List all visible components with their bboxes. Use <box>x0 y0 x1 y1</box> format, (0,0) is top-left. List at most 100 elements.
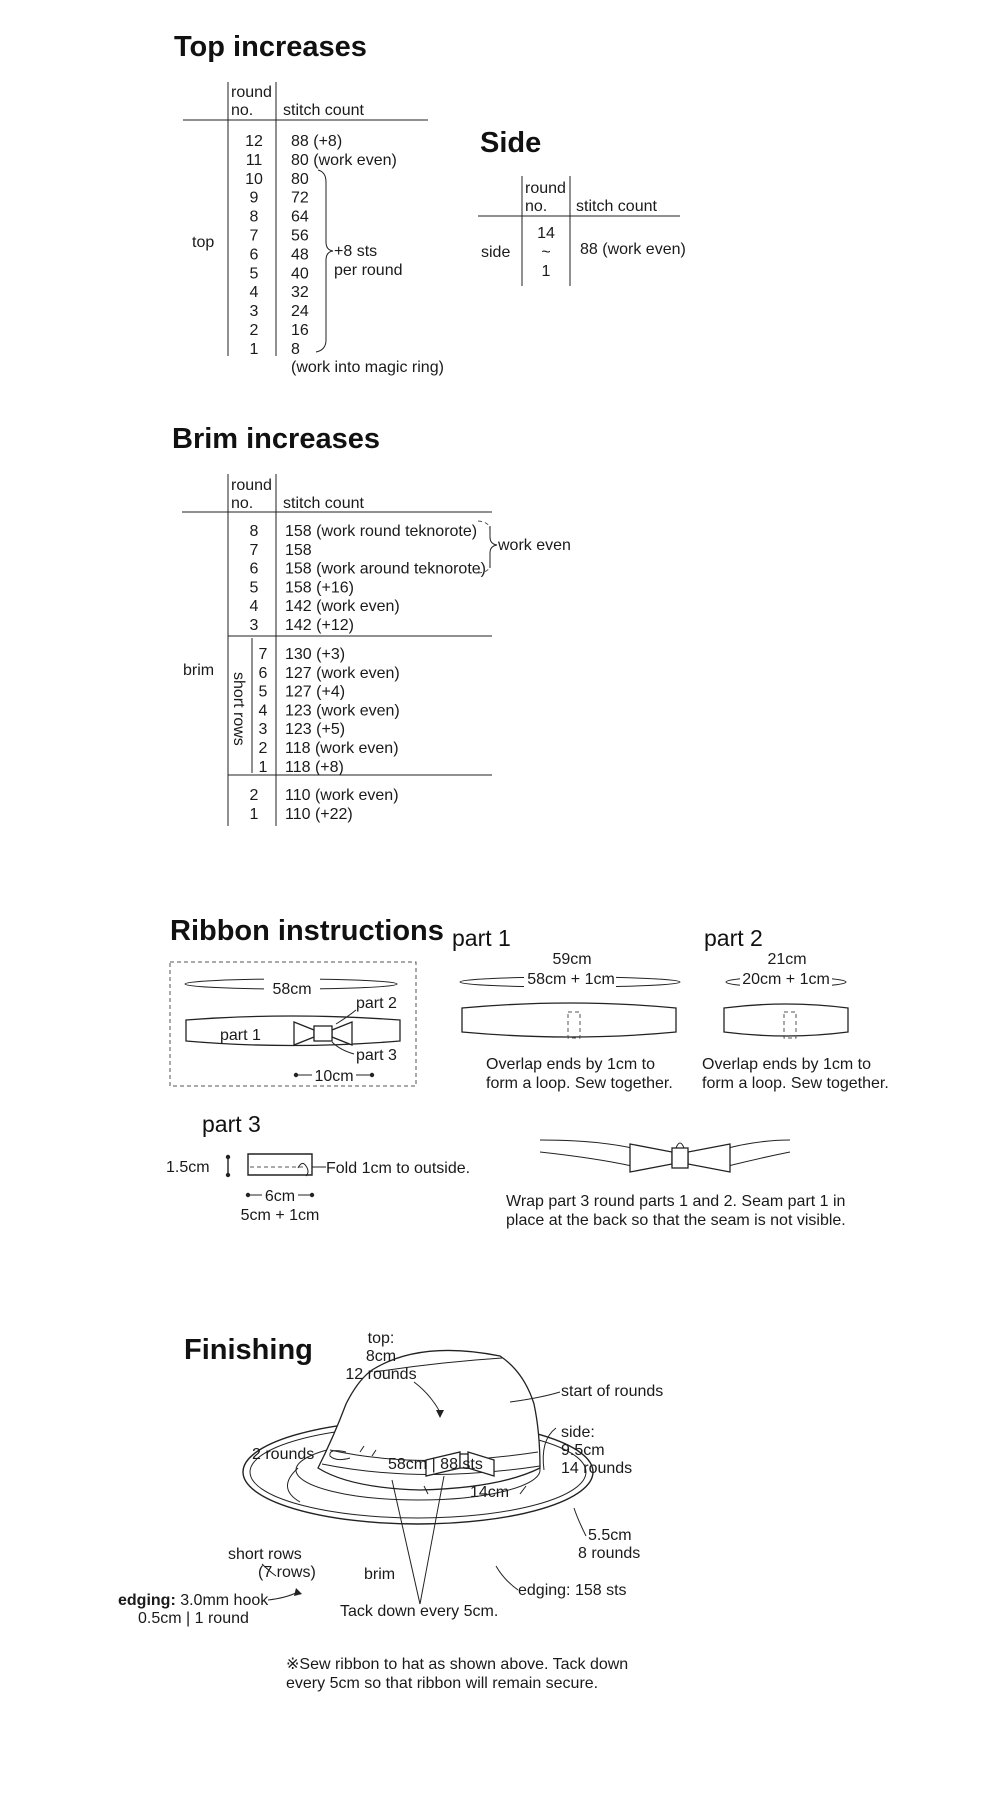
leader-edging <box>267 1591 299 1601</box>
leader-line <box>335 1009 357 1025</box>
side-stitch-count: 88 (work even) <box>580 241 686 258</box>
part3-height: 1.5cm <box>166 1159 210 1176</box>
part1-note-line2: form a loop. Sew together. <box>486 1075 673 1092</box>
overview-part1: part 1 <box>220 1027 261 1044</box>
two-rounds-label: 2 rounds <box>252 1446 314 1463</box>
ribbon-edge <box>539 1139 633 1149</box>
top-label-line1: top: <box>368 1330 395 1347</box>
brim-lower-row-round: 2 <box>250 787 259 804</box>
brim-upper-row-count: 158 (+16) <box>285 579 354 596</box>
top-label-line3: 12 rounds <box>345 1366 416 1383</box>
side-label-line2: 9.5cm <box>561 1442 605 1459</box>
part2-length: 21cm <box>767 951 806 968</box>
top-row-count: 72 <box>291 190 309 207</box>
brim-short-row-count: 118 (work even) <box>285 740 399 757</box>
wrap-note-line2: place at the back so that the seam is no… <box>506 1212 846 1229</box>
brim-upper-row-count: 142 (work even) <box>285 598 400 615</box>
brace <box>315 169 334 353</box>
part1-note-line1: Overlap ends by 1cm to <box>486 1056 655 1073</box>
round-to: 1 <box>542 263 551 280</box>
edging-hook: 3.0mm hook <box>176 1592 269 1609</box>
part1-length: 59cm <box>552 951 591 968</box>
note-magic-ring: (work into magic ring) <box>291 359 444 376</box>
finishing-note-line1: ※Sew ribbon to hat as shown above. Tack … <box>286 1656 628 1673</box>
brim-short-row-count: 123 (+5) <box>285 721 345 738</box>
part2-note-line2: form a loop. Sew together. <box>702 1075 889 1092</box>
brim-upper-row-count: 158 (work round teknorote) <box>285 523 477 540</box>
two-rounds-loop <box>329 1450 351 1461</box>
column-header-no: no. <box>231 495 253 512</box>
brim-short-row-count: 123 (work even) <box>285 702 400 719</box>
leader-tack <box>391 1479 421 1605</box>
ribbon-edge <box>727 1139 791 1149</box>
edging-bold: edging: <box>118 1592 176 1609</box>
top-row-round: 6 <box>250 246 259 263</box>
top-row-count: 80 (work even) <box>291 152 397 169</box>
leader-line <box>331 1041 355 1055</box>
part1-title: part 1 <box>452 925 511 951</box>
dimension-end <box>245 1192 251 1198</box>
overview-bow-length: 10cm <box>314 1068 353 1085</box>
finishing-title: Finishing <box>184 1334 313 1366</box>
brim-short-row-count: 127 (work even) <box>285 665 400 682</box>
bow-left-loop <box>629 1143 673 1173</box>
brim-lower-row-count: 110 (+22) <box>285 806 353 823</box>
top-row-round: 10 <box>245 171 263 188</box>
brim-lower-row-count: 110 (work even) <box>285 787 399 804</box>
brim-short-row-round: 3 <box>259 721 268 738</box>
top-row-count: 80 <box>291 171 309 188</box>
start-of-rounds: start of rounds <box>561 1383 663 1400</box>
brim-fold <box>287 1467 301 1503</box>
part2-length-calc: 20cm + 1cm <box>742 971 830 988</box>
brim-short-row-round: 6 <box>259 665 268 682</box>
column-header-no: no. <box>525 198 547 215</box>
brim-short-row-round: 1 <box>259 759 268 776</box>
round-range-sep: ~ <box>541 244 550 261</box>
finishing-note-line2: every 5cm so that ribbon will remain sec… <box>286 1675 598 1692</box>
ribbon-band <box>185 1015 401 1047</box>
label-backdrop <box>740 973 832 989</box>
leader-start <box>509 1391 561 1403</box>
top-row-round: 11 <box>246 152 263 169</box>
part3-length: 6cm <box>265 1188 295 1205</box>
top-increases-section: Top increases round no. stitch count top… <box>174 31 444 376</box>
dimension-end <box>369 1072 375 1078</box>
leader-tack <box>419 1475 445 1605</box>
side-label-line1: side: <box>561 1424 595 1441</box>
brim-upper-row-round: 6 <box>250 561 259 578</box>
brim-short-row-count: 127 (+4) <box>285 684 345 701</box>
brim-short-row-count: 130 (+3) <box>285 646 345 663</box>
side-title: Side <box>480 127 541 159</box>
dimension-end <box>293 1072 299 1078</box>
brim-upper-row-round: 7 <box>250 542 259 559</box>
top-row-count: 16 <box>291 322 309 339</box>
brim-lower-row-round: 1 <box>250 806 259 823</box>
tack-down-label: Tack down every 5cm. <box>340 1603 498 1620</box>
section-label-side: side <box>481 244 510 261</box>
brim-label: brim <box>364 1566 395 1583</box>
top-row-round: 3 <box>250 303 259 320</box>
part2-title: part 2 <box>704 925 763 951</box>
section-label-brim: brim <box>183 662 214 679</box>
hat-crown <box>317 1349 541 1491</box>
part3-strip <box>247 1153 313 1176</box>
short-rows-line2: (7 rows) <box>258 1564 316 1581</box>
brim-upper-row-round: 8 <box>250 523 259 540</box>
top-row-count: 24 <box>291 303 309 320</box>
dimension-end <box>309 1192 315 1198</box>
brim-upper-row-round: 3 <box>250 617 259 634</box>
side-section: Side round no. stitch count side 14 ~ 1 … <box>478 127 686 286</box>
top-row-count: 40 <box>291 265 309 282</box>
column-header-no: no. <box>231 102 253 119</box>
brim-short-row-round: 5 <box>259 684 268 701</box>
dimension-end <box>225 1172 231 1178</box>
hat-illustration <box>242 1349 594 1525</box>
leader-top <box>413 1381 441 1413</box>
arrowhead <box>436 1410 444 1418</box>
ribbon-bow-knot <box>313 1025 333 1042</box>
top-label-line2: 8cm <box>366 1348 396 1365</box>
part2-note-line1: Overlap ends by 1cm to <box>702 1056 871 1073</box>
brim-short-row-round: 2 <box>259 740 268 757</box>
crown-top-line <box>373 1357 503 1373</box>
